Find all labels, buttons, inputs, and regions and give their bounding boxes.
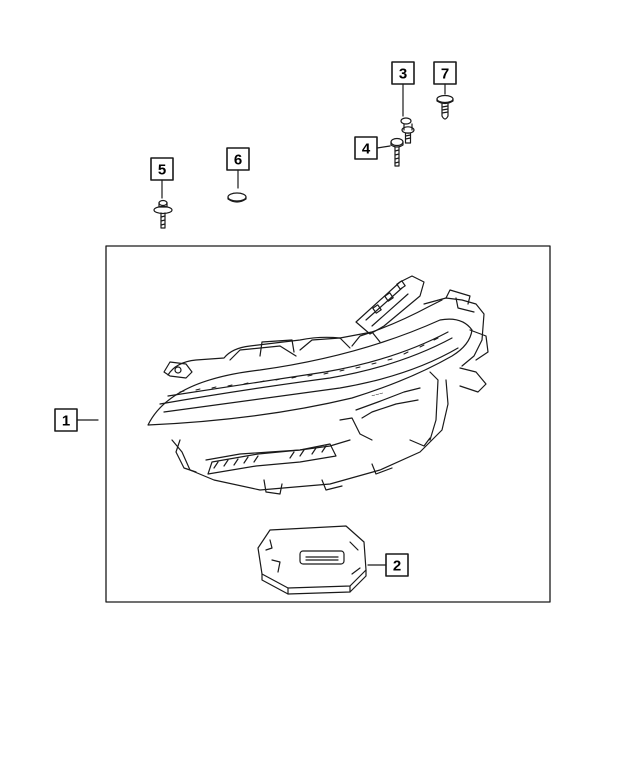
- callout-3-label: 3: [399, 66, 407, 83]
- assembly-frame: [105, 245, 551, 603]
- callout-1[interactable]: 1: [54, 408, 99, 432]
- screw-part-3[interactable]: [400, 117, 415, 144]
- callout-6-label: 6: [234, 152, 242, 169]
- mount-tab-left: [163, 361, 193, 379]
- callout-1-label: 1: [62, 413, 70, 430]
- callout-5-label: 5: [158, 162, 166, 179]
- module-connector-port: [299, 550, 345, 565]
- control-module[interactable]: [257, 525, 367, 595]
- callout-7-label: 7: [441, 66, 449, 83]
- plug-part-6[interactable]: [227, 192, 247, 203]
- callout-6[interactable]: 6: [226, 147, 250, 189]
- light-guide: [159, 337, 453, 405]
- callout-4[interactable]: 4: [354, 136, 391, 160]
- push-pin-part-7[interactable]: [436, 94, 454, 120]
- callout-4-label: 4: [362, 141, 371, 158]
- callout-3[interactable]: 3: [391, 61, 415, 117]
- rear-connector: [423, 297, 485, 367]
- callout-7[interactable]: 7: [433, 61, 457, 95]
- headlamp-embossed-mark: ~~~: [371, 390, 385, 400]
- callout-2[interactable]: 2: [367, 553, 409, 577]
- callout-5[interactable]: 5: [150, 157, 174, 199]
- screw-part-4[interactable]: [390, 137, 404, 167]
- screw-part-5[interactable]: [153, 199, 173, 229]
- callout-2-label: 2: [393, 558, 401, 575]
- projector-housing: [171, 379, 449, 491]
- headlamp-lens-outline: [147, 318, 473, 426]
- headlamp-assembly[interactable]: ~~~: [147, 275, 489, 495]
